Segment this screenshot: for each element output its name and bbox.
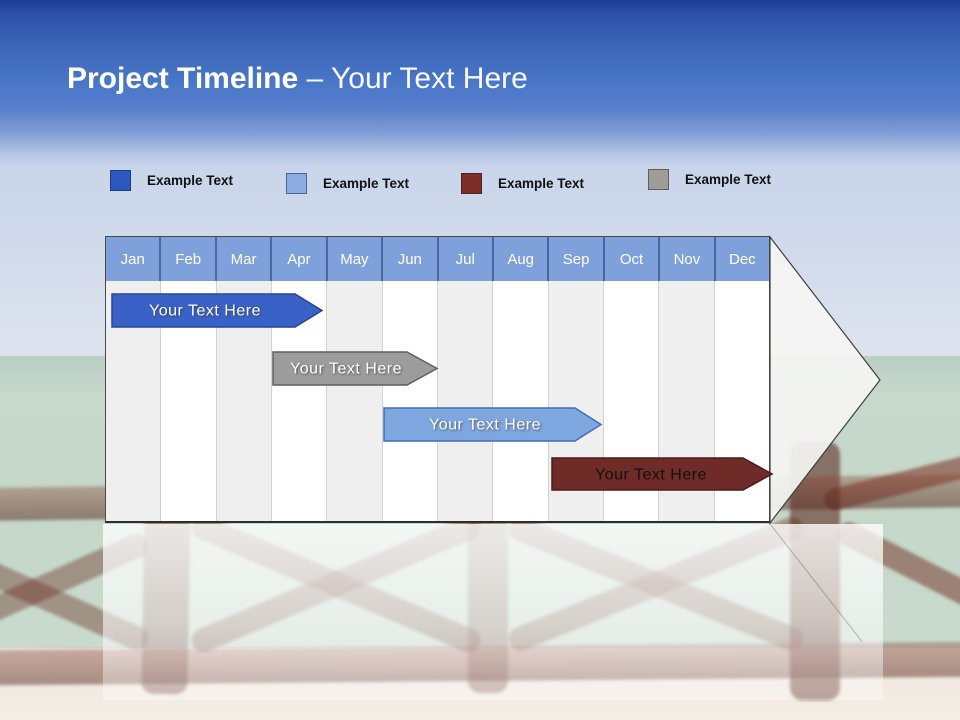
bar-label: Your Text Here <box>429 417 541 434</box>
month-header-cell: Jan <box>106 237 162 281</box>
bar-label: Your Text Here <box>290 361 402 378</box>
month-column <box>327 281 383 521</box>
legend-swatch-gray <box>648 169 669 190</box>
bar-arrow-shape <box>111 293 324 328</box>
legend-item-4[interactable]: Example Text <box>648 169 771 190</box>
legend-swatch-maroon <box>461 173 482 194</box>
timeline-bar-3[interactable]: Your Text Here <box>383 407 603 442</box>
page-title-subtitle: – Your Text Here <box>306 62 528 95</box>
month-column <box>382 281 438 521</box>
timeline-bar-2[interactable]: Your Text Here <box>272 351 439 386</box>
month-header-cell: Nov <box>660 237 716 281</box>
timeline-shapes-layer: Your Text Here Your Text Here Your Text … <box>111 235 881 525</box>
page-title-main: Project Timeline <box>67 62 299 95</box>
legend-swatch-blue <box>110 170 131 191</box>
bar-arrow-shape <box>383 407 603 442</box>
month-column <box>437 281 494 521</box>
legend-label: Example Text <box>685 172 772 187</box>
legend-label: Example Text <box>498 176 585 191</box>
month-header-cell: Jun <box>383 237 439 281</box>
timeline-arrowhead[interactable] <box>769 235 881 525</box>
legend-item-3[interactable]: Example Text <box>461 173 584 194</box>
timeline-bar-1[interactable]: Your Text Here <box>111 293 324 328</box>
page-title[interactable]: Project Timeline – Your Text Here <box>67 58 528 100</box>
month-header-cell: Aug <box>494 237 550 281</box>
month-header-cell: Oct <box>605 237 661 281</box>
month-header-cell: Apr <box>272 237 328 281</box>
month-column <box>493 281 549 521</box>
month-header-row: Jan Feb Mar Apr May Jun Jul Aug Sep Oct … <box>106 237 769 281</box>
month-header-cell: Feb <box>161 237 217 281</box>
month-header-cell: May <box>328 237 384 281</box>
month-header-cell: Sep <box>549 237 605 281</box>
legend-label: Example Text <box>147 173 234 188</box>
legend-label: Example Text <box>323 176 410 191</box>
bar-label: Your Text Here <box>149 303 261 320</box>
bar-label: Your Text Here <box>595 467 707 484</box>
timeline-table[interactable]: Jan Feb Mar Apr May Jun Jul Aug Sep Oct … <box>105 236 770 523</box>
timeline-bar-4[interactable]: Your Text Here <box>551 457 774 491</box>
legend-item-2[interactable]: Example Text <box>286 173 409 194</box>
bar-arrow-shape <box>551 457 774 491</box>
legend-swatch-lightblue <box>286 173 307 194</box>
legend-item-1[interactable]: Example Text <box>110 170 233 191</box>
month-header-cell: Mar <box>217 237 273 281</box>
header-gradient-background <box>0 0 960 168</box>
month-header-cell: Jul <box>439 237 494 281</box>
month-header-cell: Dec <box>729 250 756 268</box>
bar-arrow-shape <box>272 351 439 386</box>
timeline-grid-body <box>106 281 769 521</box>
